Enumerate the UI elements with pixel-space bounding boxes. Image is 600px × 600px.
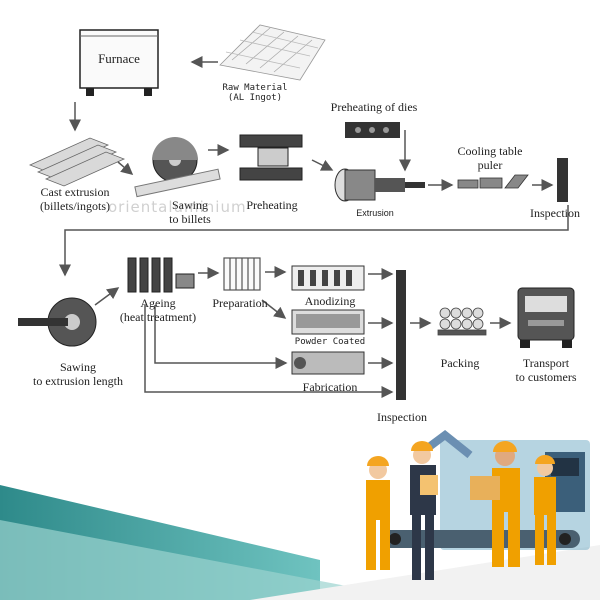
label-sawing-billets-sub: to billets xyxy=(169,212,211,226)
saw-icon xyxy=(134,137,221,198)
label-raw-material: Raw Material xyxy=(222,83,288,93)
truck-icon xyxy=(517,287,575,348)
label-preheating-dies: Preheating of dies xyxy=(330,100,418,114)
label-sawing-billets: Sawing xyxy=(172,198,208,212)
label-furnace: Furnace xyxy=(98,51,140,66)
rack-icon xyxy=(223,257,261,291)
label-ageing-sub: (heat treatment) xyxy=(119,310,197,324)
label-cast-extrusion: Cast extrusion xyxy=(40,185,110,199)
inspection-bar-icon xyxy=(557,158,568,202)
label-raw-material-sub: (AL Ingot) xyxy=(227,93,283,103)
inspection-bar-bottom-icon xyxy=(396,270,406,400)
billets-icon xyxy=(28,137,126,187)
packing-icon xyxy=(437,307,487,336)
label-sawing-length-sub: to extrusion length xyxy=(33,374,123,388)
furnace-icon xyxy=(79,29,159,96)
label-cast-extrusion-sub: (billets/ingots) xyxy=(40,199,110,213)
die-icon xyxy=(345,122,400,138)
preheating-oven-icon xyxy=(239,134,303,181)
puller-icon xyxy=(457,174,529,189)
label-extrusion: Extrusion xyxy=(356,208,394,218)
label-sawing-length: Sawing xyxy=(60,360,96,374)
label-ageing: Ageing xyxy=(140,296,176,310)
label-inspection-top: Inspection xyxy=(530,206,580,220)
label-packing: Packing xyxy=(440,356,480,370)
workers-illustration xyxy=(366,429,590,580)
label-transport-sub: to customers xyxy=(515,370,577,384)
label-preheating: Preheating xyxy=(246,198,298,212)
teal-band-light xyxy=(0,520,420,600)
label-inspection-bottom: Inspection xyxy=(377,410,427,424)
extrusion-press-icon xyxy=(334,168,425,202)
saw-length-icon xyxy=(18,297,97,347)
ingot-stack-icon xyxy=(219,24,326,81)
powder-tank-icon xyxy=(291,309,365,335)
ageing-oven-icon xyxy=(127,257,195,293)
label-cooling-table: Cooling table xyxy=(457,144,523,158)
fabrication-tank-icon xyxy=(291,351,365,375)
label-cooling-table-sub: puler xyxy=(477,158,503,172)
label-anodizing: Anodizing xyxy=(304,294,356,308)
label-fabrication: Fabrication xyxy=(302,380,358,394)
label-powder-coated: Powder Coated xyxy=(294,337,366,347)
watermark: orientaluminium xyxy=(108,198,247,216)
label-preparation: Preparation xyxy=(212,296,268,310)
label-transport: Transport xyxy=(522,356,570,370)
anodizing-tank-icon xyxy=(291,265,365,291)
